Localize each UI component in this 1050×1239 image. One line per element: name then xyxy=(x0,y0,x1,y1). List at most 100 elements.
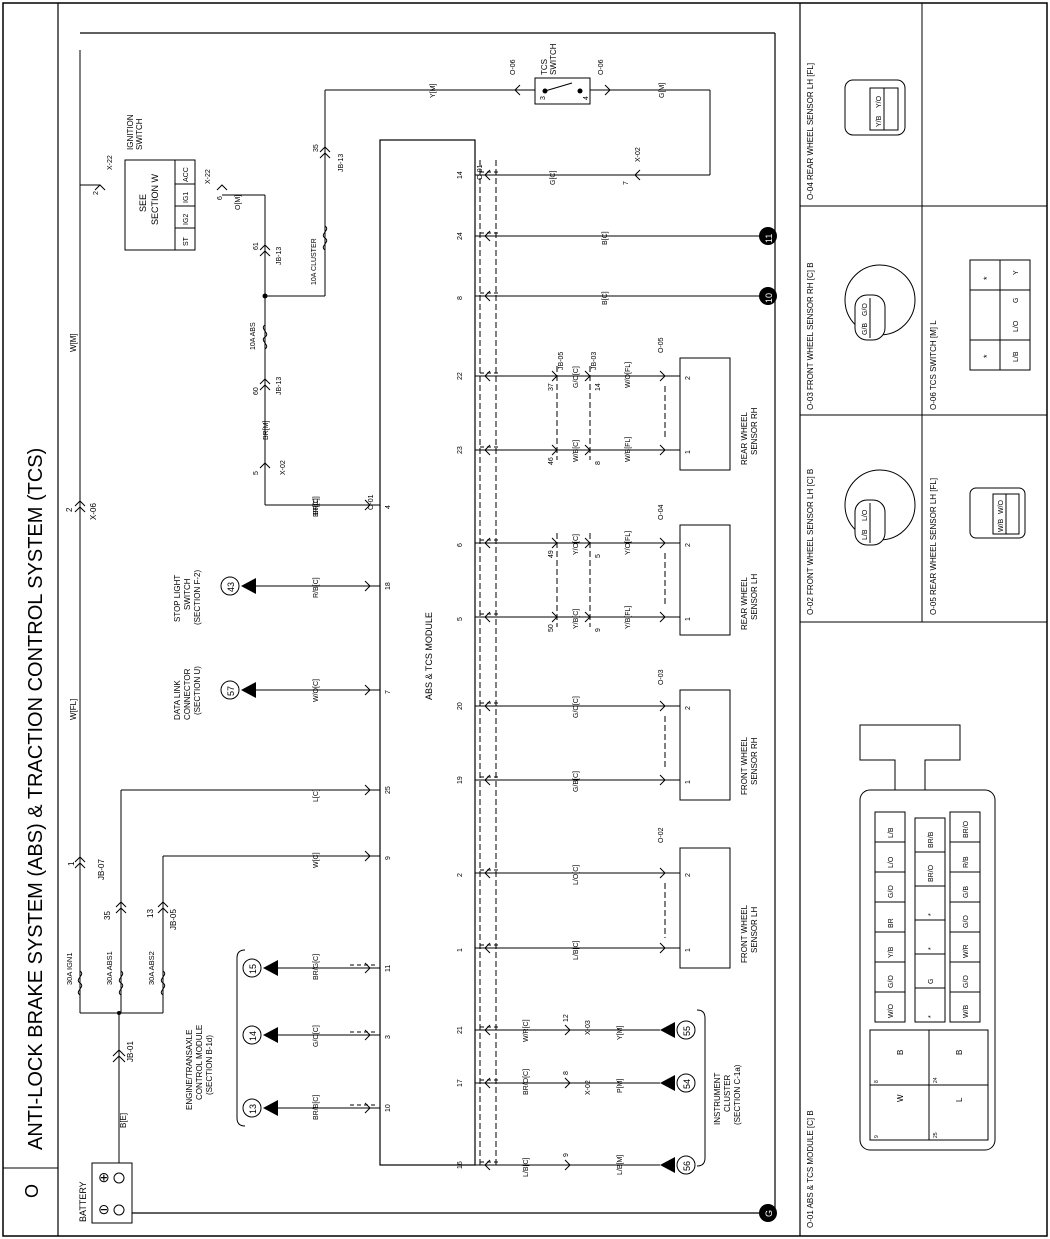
jb01-connector: JB-01 xyxy=(112,1041,135,1063)
jb-pin: 46 xyxy=(548,457,555,465)
svg-text:8: 8 xyxy=(874,1080,880,1083)
module-pin-right: 6 xyxy=(457,543,464,547)
x02-tcs-label: X-02 xyxy=(635,147,642,162)
module-pin-left: 18 xyxy=(385,582,392,590)
cluster-circle: 54 xyxy=(682,1079,692,1089)
x22-b-label: X-22 xyxy=(205,169,212,184)
wire-label: BR/B[C] xyxy=(313,1095,320,1120)
sensor-conn: O-02 xyxy=(658,827,665,843)
svg-text:B[C]: B[C] xyxy=(602,231,609,245)
sensor-pin: 1 xyxy=(685,780,692,784)
ground-10: 10 B[C] xyxy=(485,287,777,305)
sensor-wire: G/O[C] xyxy=(573,696,580,718)
svg-text:⊖: ⊖ xyxy=(98,1201,110,1217)
sensor-pin: 2 xyxy=(685,376,692,380)
svg-text:43: 43 xyxy=(226,582,236,592)
svg-text:STOP LIGHT: STOP LIGHT xyxy=(173,575,182,622)
x02-pin-5: 5 xyxy=(253,471,260,475)
module-pin-left: 7 xyxy=(385,690,392,694)
wire-label: W/O[C] xyxy=(313,679,320,702)
wire-label: BR/G[C] xyxy=(313,954,320,980)
module-pin-left: 25 xyxy=(385,786,392,794)
svg-text:CLUSTER: CLUSTER xyxy=(723,1074,732,1112)
cluster-x-pin: 9 xyxy=(563,1153,570,1157)
x22-a-label: X-22 xyxy=(107,155,114,170)
signal-lines xyxy=(479,160,497,1165)
jb13-pin-35: 35 xyxy=(313,144,320,152)
sensor-wire: W/B[C] xyxy=(573,440,580,462)
svg-text:ST: ST xyxy=(183,236,190,246)
module-pin-left: 9 xyxy=(385,856,392,860)
sensor-wire: L/O[C] xyxy=(573,865,580,885)
fuse-10a-abs: 10A ABS xyxy=(250,322,257,350)
wire-o-m: O[M] xyxy=(235,195,242,210)
svg-text:ACC: ACC xyxy=(183,167,190,182)
wire-label: BR[C] xyxy=(313,498,320,517)
svg-text:G/O: G/O xyxy=(862,303,869,316)
svg-text:SWITCH: SWITCH xyxy=(549,43,558,75)
svg-text:B[C]: B[C] xyxy=(602,291,609,305)
o02-connector: O-02 FRONT WHEEL SENSOR LH [C] B L/B L/O xyxy=(806,469,916,615)
svg-text:G: G xyxy=(1013,298,1020,303)
svg-text:ENGINE/TRANSAXLE: ENGINE/TRANSAXLE xyxy=(185,1030,194,1110)
o01-pin-cell: G/O xyxy=(963,915,970,928)
sensor-conn: O-04 xyxy=(658,504,665,520)
tcs-switch: 3 4 TCS SWITCH xyxy=(534,43,591,105)
ground-main: G xyxy=(759,1204,777,1222)
svg-text:30A IGN1: 30A IGN1 xyxy=(65,952,74,985)
sensor-pin: 2 xyxy=(685,873,692,877)
sensor-wire: Y/O[C] xyxy=(573,534,580,555)
svg-text:IG1: IG1 xyxy=(183,192,190,203)
diagram-title: ANTI-LOCK BRAKE SYSTEM (ABS) & TRACTION … xyxy=(25,448,47,1150)
wire-g-c: G[C] xyxy=(550,171,557,185)
svg-text:TCS: TCS xyxy=(540,59,549,75)
jb-pin: 37 xyxy=(548,383,555,391)
cluster-x-pin: 8 xyxy=(563,1071,570,1075)
sensor-name: FRONT WHEEL xyxy=(740,736,749,795)
sensor-conn: O-05 xyxy=(658,337,665,353)
sensor-name: SENSOR RH xyxy=(750,407,759,455)
o01-pin-cell: G xyxy=(928,979,935,984)
module-pin-right: 19 xyxy=(457,776,464,784)
instrument-cluster-group: INSTRUMENT CLUSTER (SECTION C-1a) X-02 X… xyxy=(585,1009,742,1167)
module-pin-left: 4 xyxy=(385,505,392,509)
sensor-pin: 2 xyxy=(685,543,692,547)
jb-pin: 8 xyxy=(595,461,602,465)
jb07-pin-35: 35 xyxy=(103,911,112,920)
sensor-pin: 1 xyxy=(685,948,692,952)
o01-pin-cell: * xyxy=(928,947,935,950)
fuse-abs1: 30A ABS1 xyxy=(105,790,124,1013)
ecm-group: ENGINE/TRANSAXLE CONTROL MODULE (SECTION… xyxy=(185,949,246,1127)
svg-text:30A ABS1: 30A ABS1 xyxy=(105,951,114,985)
x06-pin: 2 xyxy=(65,507,74,512)
svg-text:30A ABS2: 30A ABS2 xyxy=(147,951,156,985)
o01-pin-cell: * xyxy=(928,1015,935,1018)
sensor-wire: W/B[FL] xyxy=(625,437,632,462)
wire-g-m: G[M] xyxy=(659,83,666,98)
svg-text:CONNECTOR: CONNECTOR xyxy=(183,668,192,720)
ecm-circle: 13 xyxy=(248,1104,258,1114)
x02-label: X-02 xyxy=(280,460,287,475)
sensor-conn: O-03 xyxy=(658,669,665,685)
svg-text:25: 25 xyxy=(933,1132,939,1138)
o01-pin-cell: L/O xyxy=(888,856,895,868)
abs-tcs-module: ABS & TCS MODULE O-01 O-01 xyxy=(368,139,484,1166)
module-pin-right: 1 xyxy=(457,948,464,952)
module-pin-left: 11 xyxy=(385,965,392,972)
cluster-circle: 55 xyxy=(682,1026,692,1036)
sensor-wire: W/O[FL] xyxy=(625,362,632,388)
jb13-pin-60: 60 xyxy=(253,387,260,395)
svg-text:L/B: L/B xyxy=(862,529,869,540)
svg-text:O-04 REAR WHEEL SENSOR LH [FL]: O-04 REAR WHEEL SENSOR LH [FL] xyxy=(806,63,815,200)
o01-pin-cell: W/O xyxy=(888,1003,895,1018)
sensor-pin: 1 xyxy=(685,450,692,454)
x22-pin-a: 2 xyxy=(93,191,100,195)
svg-text:ABS & TCS MODULE: ABS & TCS MODULE xyxy=(424,612,434,700)
svg-text:SWITCH: SWITCH xyxy=(183,578,192,610)
sensor-pin: 1 xyxy=(685,617,692,621)
x22-pin-b: 6 xyxy=(217,196,224,200)
o01-pin-cell: G/B xyxy=(963,886,970,898)
sensor-name: SENSOR LH xyxy=(750,574,759,620)
